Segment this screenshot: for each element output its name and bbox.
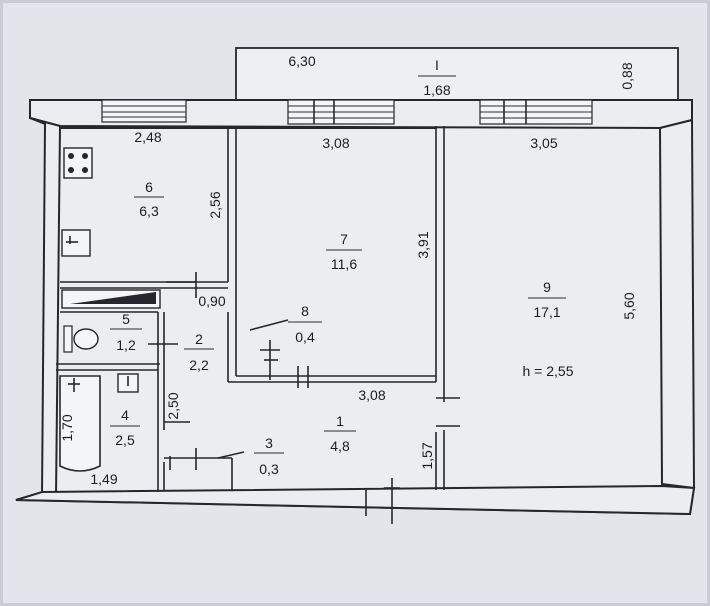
dim-corridor-depth: 2,50: [165, 392, 181, 419]
room-3-number: 3: [265, 435, 273, 451]
room-7-area: 11,6: [331, 256, 357, 272]
room-3-area: 0,3: [259, 461, 279, 477]
dim-hall-width: 3,08: [358, 387, 385, 403]
dim-kitchen-depth: 2,56: [207, 191, 223, 218]
dim-hall-depth: 1,57: [419, 442, 435, 469]
ceiling-height: h = 2,55: [523, 363, 574, 379]
room-4-area: 2,5: [115, 432, 135, 448]
dim-balcony-length: 6,30: [288, 53, 315, 69]
dim-room7-width: 3,08: [322, 135, 349, 151]
dim-room9-width: 3,05: [530, 135, 557, 151]
room-9-area: 17,1: [533, 304, 560, 320]
room-6-area: 6,3: [139, 203, 159, 219]
room-8-area: 0,4: [295, 329, 315, 345]
toilet-icon: [63, 325, 99, 353]
dim-kitchen-width: 2,48: [134, 129, 161, 145]
room-1-area: 4,8: [330, 438, 350, 454]
bathtub-icon: [59, 375, 101, 472]
room-5-area: 1,2: [116, 337, 136, 353]
dim-bath-width: 1,49: [90, 471, 117, 487]
balcony-area: 1,68: [423, 82, 450, 98]
washbasin-icon: [117, 373, 139, 393]
room-2-number: 2: [195, 331, 203, 347]
radiator-icon: [61, 289, 161, 309]
bottom-wall: [15, 484, 696, 516]
dim-room7-depth: 3,91: [415, 231, 431, 258]
room-5-number: 5: [122, 311, 130, 327]
room-8-number: 8: [301, 303, 309, 319]
dim-room9-depth: 5,60: [621, 292, 637, 319]
room-9-number: 9: [543, 279, 551, 295]
sink-icon: [61, 229, 91, 257]
room-4-number: 4: [121, 407, 129, 423]
interior-walls: [56, 126, 445, 492]
window-room7: [287, 99, 395, 125]
room-6-number: 6: [145, 179, 153, 195]
door-marks: [148, 272, 460, 524]
fraction-bars: [110, 75, 566, 454]
stove-icon: [63, 147, 93, 179]
window-room9: [479, 99, 593, 125]
dim-tub-length: 1,70: [59, 414, 75, 441]
balcony: [235, 47, 679, 103]
room-7-number: 7: [340, 231, 348, 247]
room-2-area: 2,2: [189, 357, 209, 373]
balcony-number: I: [435, 57, 439, 73]
room-1-number: 1: [336, 413, 344, 429]
dim-corridor-width: 0,90: [198, 293, 225, 309]
dim-balcony-depth: 0,88: [619, 62, 635, 89]
right-wall: [658, 118, 696, 490]
window-kitchen: [101, 99, 187, 123]
